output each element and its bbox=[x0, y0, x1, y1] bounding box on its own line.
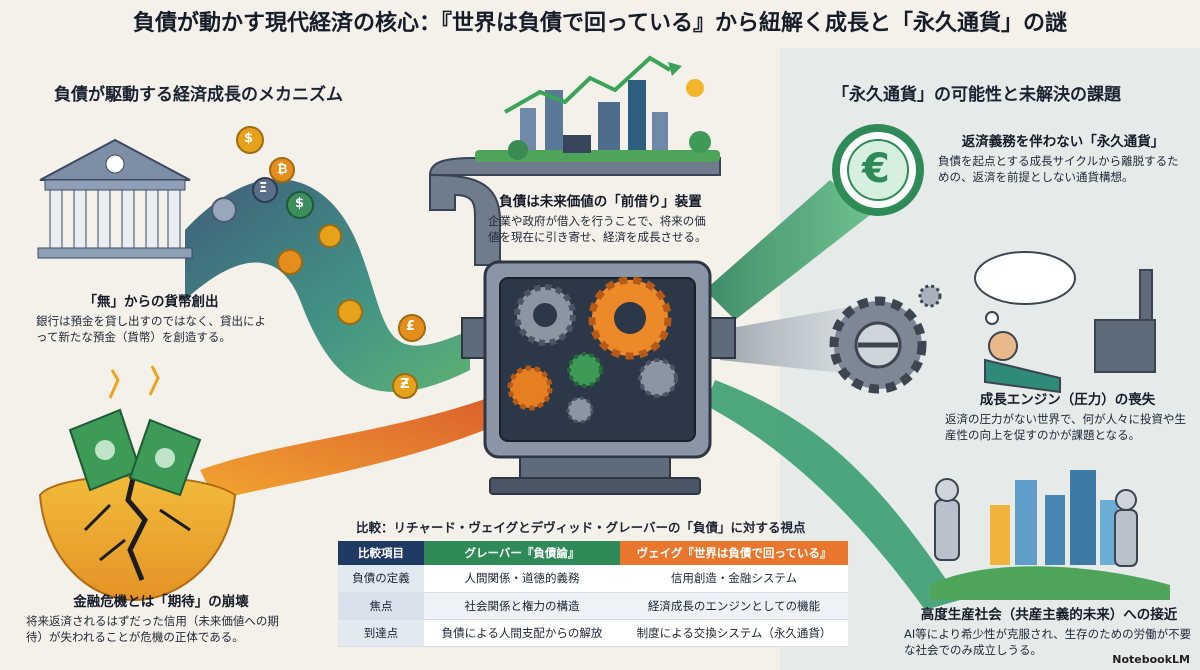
stalled-gear-icon bbox=[829, 284, 942, 394]
bank-icon bbox=[37, 138, 193, 259]
eternal-currency-symbol: € bbox=[862, 146, 890, 192]
crisis-text: 将来返済されるはずだった信用（未来価値への期待）が失われることが危機の正体である… bbox=[26, 614, 279, 644]
eternal-currency-text: 負債を起点とする成長サイクルから離脱するための、返済を前提としない通貨構想。 bbox=[938, 154, 1179, 184]
coin-symbol: Ξ bbox=[259, 181, 268, 196]
future-city-icon bbox=[930, 470, 1170, 600]
future-borrowing-heading: 負債は未来価値の「前借り」装置 bbox=[499, 194, 702, 210]
table-row: 到達点 負債による人間支配からの解放 制度による交換システム（永久通貨） bbox=[338, 619, 848, 647]
high-productivity-block: 高度生産社会（共産主義的未来）への接近 AI等により希少性が克服され、生存のため… bbox=[904, 603, 1194, 658]
table-cell: 到達点 bbox=[338, 619, 424, 647]
comparison-header-vague: ヴェイグ『世界は負債で回っている』 bbox=[620, 541, 848, 565]
high-productivity-text: AI等により希少性が克服され、生存のための労働が不要な社会でのみ成立しうる。 bbox=[904, 627, 1192, 657]
beam-to-future-society bbox=[705, 380, 960, 610]
money-flow-stream bbox=[185, 179, 470, 393]
eternal-currency-block: 返済義務を伴わない「永久通貨」 負債を起点とする成長サイクルから離脱するための、… bbox=[938, 130, 1188, 185]
comparison-header-item: 比較項目 bbox=[338, 541, 424, 565]
table-cell: 負債による人間支配からの解放 bbox=[424, 619, 620, 647]
eternal-currency-heading: 返済義務を伴わない「永久通貨」 bbox=[961, 134, 1165, 150]
beam-to-growth-engine bbox=[720, 305, 860, 375]
money-creation-text: 銀行は預金を貸し出すのではなく、貸出によって新たな預金（貨幣）を創造する。 bbox=[36, 314, 266, 344]
beam-to-crisis bbox=[200, 385, 530, 500]
high-productivity-heading: 高度生産社会（共産主義的未来）への接近 bbox=[920, 607, 1178, 623]
table-cell: 制度による交換システム（永久通貨） bbox=[620, 619, 848, 647]
table-cell: 社会関係と権力の構造 bbox=[424, 592, 620, 620]
eternal-currency-icon bbox=[832, 124, 924, 216]
coin-symbol: £ bbox=[406, 319, 416, 334]
coin-icons bbox=[211, 126, 426, 399]
comparison-header-row: 比較項目 グレーバー『負債論』 ヴェイグ『世界は負債で回っている』 bbox=[338, 541, 848, 565]
comparison-title: 比較：リチャード・ヴェイグとデヴィッド・グレーバーの「負債」に対する視点 bbox=[356, 520, 806, 535]
growth-engine-block: 成長エンジン（圧力）の喪失 返済の圧力がない世界で、何が人々に投資や生産性の向上… bbox=[945, 388, 1190, 443]
left-section-heading: 負債が駆動する経済成長のメカニズム bbox=[54, 85, 343, 105]
beam-to-eternal-currency bbox=[705, 180, 870, 320]
cracked-ground-icon bbox=[38, 469, 237, 602]
comparison-header-graeber: グレーバー『負債論』 bbox=[424, 541, 620, 565]
idle-person-icon bbox=[974, 251, 1156, 394]
coin-symbol: $ bbox=[295, 196, 305, 211]
table-cell: 負債の定義 bbox=[338, 565, 424, 593]
broken-banknote-icon bbox=[68, 365, 202, 497]
future-borrowing-block: 負債は未来価値の「前借り」装置 企業や政府が借入を行うことで、将来の価値を現在に… bbox=[488, 190, 713, 245]
crisis-block: 金融危機とは「期待」の崩壊 将来返済されるはずだった信用（未来価値への期待）が失… bbox=[26, 590, 296, 645]
money-creation-block: 「無」からの貨幣創出 銀行は預金を貸し出すのではなく、貸出によって新たな預金（貨… bbox=[36, 290, 266, 345]
coin-symbol: $ bbox=[244, 131, 254, 146]
growth-engine-heading: 成長エンジン（圧力）の喪失 bbox=[979, 392, 1156, 408]
table-cell: 経済成長のエンジンとしての機能 bbox=[620, 592, 848, 620]
table-cell: 信用創造・金融システム bbox=[620, 565, 848, 593]
brand-logo: NotebookLM bbox=[1112, 653, 1190, 666]
table-cell: 人間関係・道徳的義務 bbox=[424, 565, 620, 593]
city-ground bbox=[475, 150, 720, 162]
city-icon bbox=[504, 55, 711, 160]
coin-symbol: Ƶ bbox=[400, 377, 410, 392]
right-section-heading: 「永久通貨」の可能性と未解決の課題 bbox=[832, 85, 1121, 105]
page-title: 負債が動かす現代経済の核心：『世界は負債で回っている』から紐解く成長と「永久通貨… bbox=[0, 0, 1200, 48]
pipe bbox=[429, 173, 501, 266]
future-borrowing-text: 企業や政府が借入を行うことで、将来の価値を現在に引き寄せ、経済を成長させる。 bbox=[488, 214, 707, 244]
growth-engine-text: 返済の圧力がない世界で、何が人々に投資や生産性の向上を促すのかが課題となる。 bbox=[945, 412, 1187, 442]
crisis-heading: 金融危機とは「期待」の崩壊 bbox=[73, 594, 249, 610]
table-row: 負債の定義 人間関係・道徳的義務 信用創造・金融システム bbox=[338, 565, 848, 593]
coin-symbol: ₿ bbox=[277, 162, 288, 177]
table-cell: 焦点 bbox=[338, 592, 424, 620]
money-creation-heading: 「無」からの貨幣創出 bbox=[83, 294, 219, 310]
gear-icons bbox=[507, 276, 678, 424]
table-row: 焦点 社会関係と権力の構造 経済成長のエンジンとしての機能 bbox=[338, 592, 848, 620]
comparison-table: 比較項目 グレーバー『負債論』 ヴェイグ『世界は負債で回っている』 負債の定義 … bbox=[338, 541, 848, 647]
